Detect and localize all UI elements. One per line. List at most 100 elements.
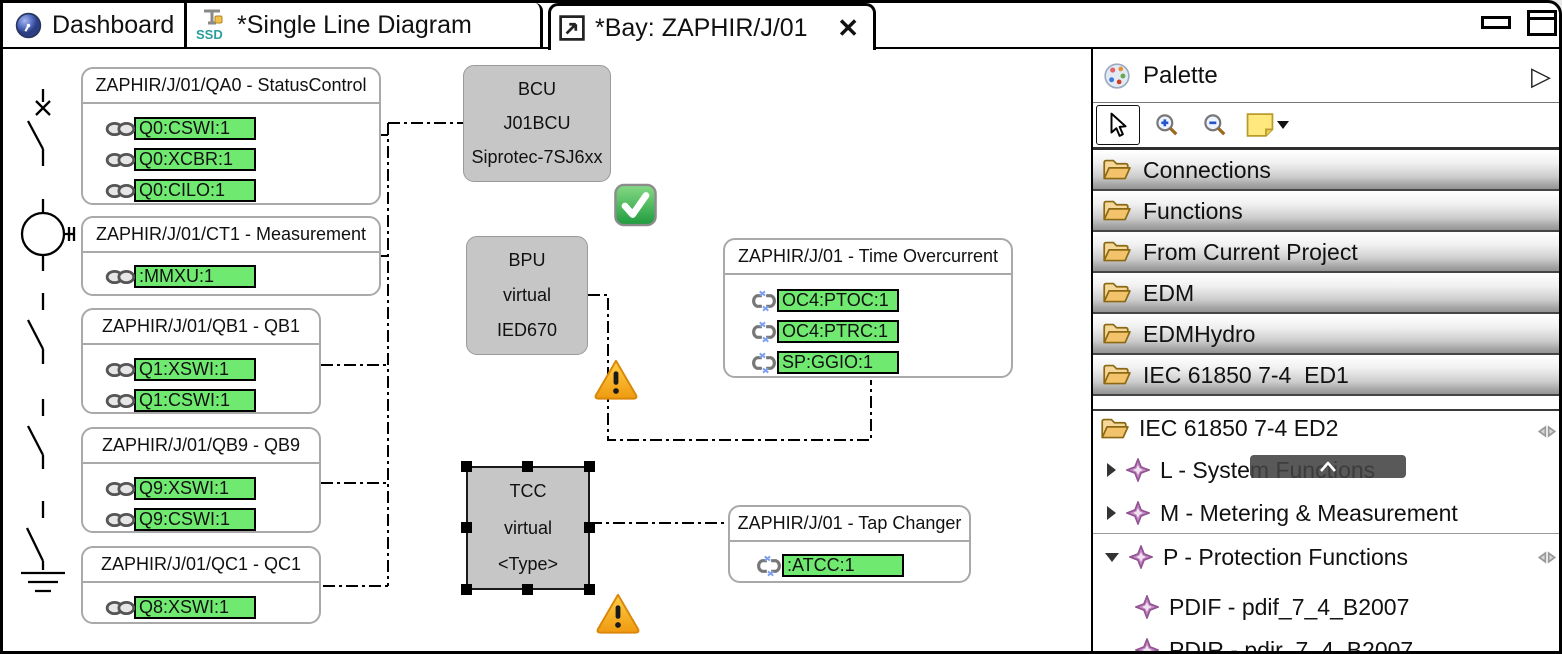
item-label: PDIR - pdir_7_4_B2007 xyxy=(1169,636,1414,654)
logical-node[interactable]: Q0:CSWI:1 xyxy=(134,117,256,140)
logical-node[interactable]: :MMXU:1 xyxy=(134,265,256,288)
ln-class-diamond-icon xyxy=(1126,501,1150,525)
palette-drawer-edm[interactable]: EDM xyxy=(1093,273,1559,314)
selection-handle[interactable] xyxy=(461,522,472,533)
ied-block-bcu[interactable]: BCU J01BCU Siprotec-7SJ6xx xyxy=(463,65,611,182)
logical-node[interactable]: Q0:XCBR:1 xyxy=(134,148,256,171)
function-block-tap-changer[interactable]: ZAPHIR/J/01 - Tap Changer :ATCC:1 xyxy=(728,505,971,583)
folder-icon xyxy=(1103,364,1131,385)
tab-bay-zaphir-j01[interactable]: *Bay: ZAPHIR/J/01 ✕ xyxy=(548,3,876,50)
tab-label: *Bay: ZAPHIR/J/01 xyxy=(595,13,808,42)
drawer-label: EDM xyxy=(1143,279,1195,306)
broken-chain-icon xyxy=(752,321,776,342)
zoom-in-tool[interactable] xyxy=(1146,106,1188,144)
logical-node[interactable]: Q9:CSWI:1 xyxy=(134,508,256,531)
palette-drawer-functions[interactable]: Functions xyxy=(1093,191,1559,232)
pin-drawer-icon[interactable] xyxy=(1535,423,1559,440)
selection-handle[interactable] xyxy=(584,522,595,533)
palette-item-pdir[interactable]: PDIR - pdir_7_4_B2007 xyxy=(1135,633,1414,654)
maximize-icon xyxy=(1530,17,1554,20)
disconnector-symbol[interactable] xyxy=(26,399,45,469)
group-label: M - Metering & Measurement xyxy=(1160,499,1458,526)
zoom-out-tool[interactable] xyxy=(1194,106,1236,144)
ok-check-icon xyxy=(614,183,657,227)
palette-drawer-from-current-project[interactable]: From Current Project xyxy=(1093,232,1559,273)
function-block-ct1[interactable]: ZAPHIR/J/01/CT1 - Measurement :MMXU:1 xyxy=(81,216,381,296)
expand-arrow-icon[interactable] xyxy=(1107,463,1116,477)
expand-arrow-icon[interactable] xyxy=(1107,506,1116,520)
ied-type: TCC xyxy=(509,481,547,501)
folder-icon xyxy=(1103,200,1131,221)
logical-node[interactable]: Q1:XSWI:1 xyxy=(134,358,256,381)
close-tab-icon[interactable]: ✕ xyxy=(837,13,859,43)
palette-drawer-edmhydro[interactable]: EDMHydro xyxy=(1093,314,1559,355)
ied-name: J01BCU xyxy=(503,113,571,133)
note-tool[interactable] xyxy=(1242,106,1292,144)
bay-diagram-icon xyxy=(559,15,585,41)
note-tool-dropdown-icon[interactable] xyxy=(1277,121,1289,129)
minimize-view-button[interactable] xyxy=(1481,16,1511,29)
function-block-qb9[interactable]: ZAPHIR/J/01/QB9 - QB9 Q9:XSWI:1 Q9:CSWI:… xyxy=(81,427,321,533)
broken-chain-icon xyxy=(752,352,776,373)
selection-handle[interactable] xyxy=(584,584,595,595)
palette-section-divider xyxy=(1093,533,1559,534)
logical-node-row: :ATCC:1 xyxy=(753,554,969,577)
folder-icon xyxy=(1103,323,1131,344)
collapse-arrow-icon[interactable] xyxy=(1105,552,1119,562)
magnifier-minus-icon xyxy=(1204,114,1226,136)
logical-node[interactable]: Q9:XSWI:1 xyxy=(134,477,256,500)
logical-node[interactable]: Q1:CSWI:1 xyxy=(134,389,256,412)
ln-class-diamond-icon xyxy=(1126,458,1150,482)
circuit-breaker-symbol[interactable] xyxy=(26,89,51,166)
select-tool[interactable] xyxy=(1096,105,1140,145)
palette-group-p-protection-functions[interactable]: P - Protection Functions xyxy=(1105,540,1408,574)
palette-scroll-up-button[interactable] xyxy=(1250,455,1406,478)
pin-drawer-icon[interactable] xyxy=(1535,549,1559,566)
logical-node-row: Q1:CSWI:1 xyxy=(105,389,319,412)
svg-text:SSD: SSD xyxy=(196,27,223,42)
selection-handle[interactable] xyxy=(461,584,472,595)
logical-node-row: Q0:CSWI:1 xyxy=(105,117,379,140)
tab-single-line-diagram[interactable]: SSD *Single Line Diagram xyxy=(187,3,543,47)
logical-node-row: OC4:PTOC:1 xyxy=(748,289,1011,312)
maximize-view-button[interactable] xyxy=(1527,10,1557,36)
linked-chain-icon xyxy=(105,600,136,615)
logical-node[interactable]: OC4:PTOC:1 xyxy=(777,289,899,312)
tab-dashboard[interactable]: Dashboard xyxy=(3,3,187,47)
logical-node[interactable]: SP:GGIO:1 xyxy=(777,351,899,374)
selection-handle[interactable] xyxy=(584,461,595,472)
selection-handle[interactable] xyxy=(522,461,533,472)
palette-drawer-iec61850-7-4-ed1[interactable]: IEC 61850 7-4 ED1 xyxy=(1093,355,1559,396)
logical-node[interactable]: :ATCC:1 xyxy=(782,554,904,577)
ied-type: BCU xyxy=(517,79,556,99)
collapse-palette-icon[interactable]: ▷ xyxy=(1531,61,1551,91)
palette-drawer-iec61850-7-4-ed2-open[interactable]: IEC 61850 7-4 ED2 xyxy=(1093,409,1559,446)
palette-group-m-metering-measurement[interactable]: M - Metering & Measurement xyxy=(1107,496,1458,530)
logical-node-row: Q8:XSWI:1 xyxy=(105,596,319,619)
logical-node[interactable]: Q0:CILO:1 xyxy=(134,179,256,202)
folder-icon xyxy=(1103,241,1131,262)
palette-item-pdif[interactable]: PDIF - pdif_7_4_B2007 xyxy=(1135,590,1409,624)
drawer-label: IEC 61850 7-4 ED2 xyxy=(1139,415,1339,441)
logical-node-row: :MMXU:1 xyxy=(105,265,379,288)
selection-handle[interactable] xyxy=(461,461,472,472)
function-block-time-overcurrent[interactable]: ZAPHIR/J/01 - Time Overcurrent OC4:PTOC:… xyxy=(723,238,1013,378)
function-block-title: ZAPHIR/J/01/CT1 - Measurement xyxy=(83,218,379,253)
broken-chain-icon xyxy=(757,555,781,576)
function-block-qc1[interactable]: ZAPHIR/J/01/QC1 - QC1 Q8:XSWI:1 xyxy=(81,546,321,624)
function-block-qa0[interactable]: ZAPHIR/J/01/QA0 - StatusControl Q0:CSWI:… xyxy=(81,67,381,205)
palette-header[interactable]: Palette ▷ xyxy=(1093,49,1559,103)
logical-node[interactable]: Q8:XSWI:1 xyxy=(134,596,256,619)
earth-switch-symbol[interactable] xyxy=(21,501,65,593)
magnifier-plus-icon xyxy=(1156,114,1178,136)
disconnector-symbol[interactable] xyxy=(26,293,45,364)
ied-block-tcc-selected[interactable]: TCC virtual <Type> xyxy=(466,466,590,590)
logical-node[interactable]: OC4:PTRC:1 xyxy=(777,320,899,343)
palette-drawer-connections[interactable]: Connections xyxy=(1093,150,1559,191)
function-block-title: ZAPHIR/J/01/QC1 - QC1 xyxy=(83,548,319,583)
function-block-qb1[interactable]: ZAPHIR/J/01/QB1 - QB1 Q1:XSWI:1 Q1:CSWI:… xyxy=(81,308,321,414)
linked-chain-icon xyxy=(105,512,136,527)
current-transformer-symbol[interactable] xyxy=(20,199,76,271)
selection-handle[interactable] xyxy=(522,584,533,595)
ied-block-bpu[interactable]: BPU virtual IED670 xyxy=(466,236,588,355)
